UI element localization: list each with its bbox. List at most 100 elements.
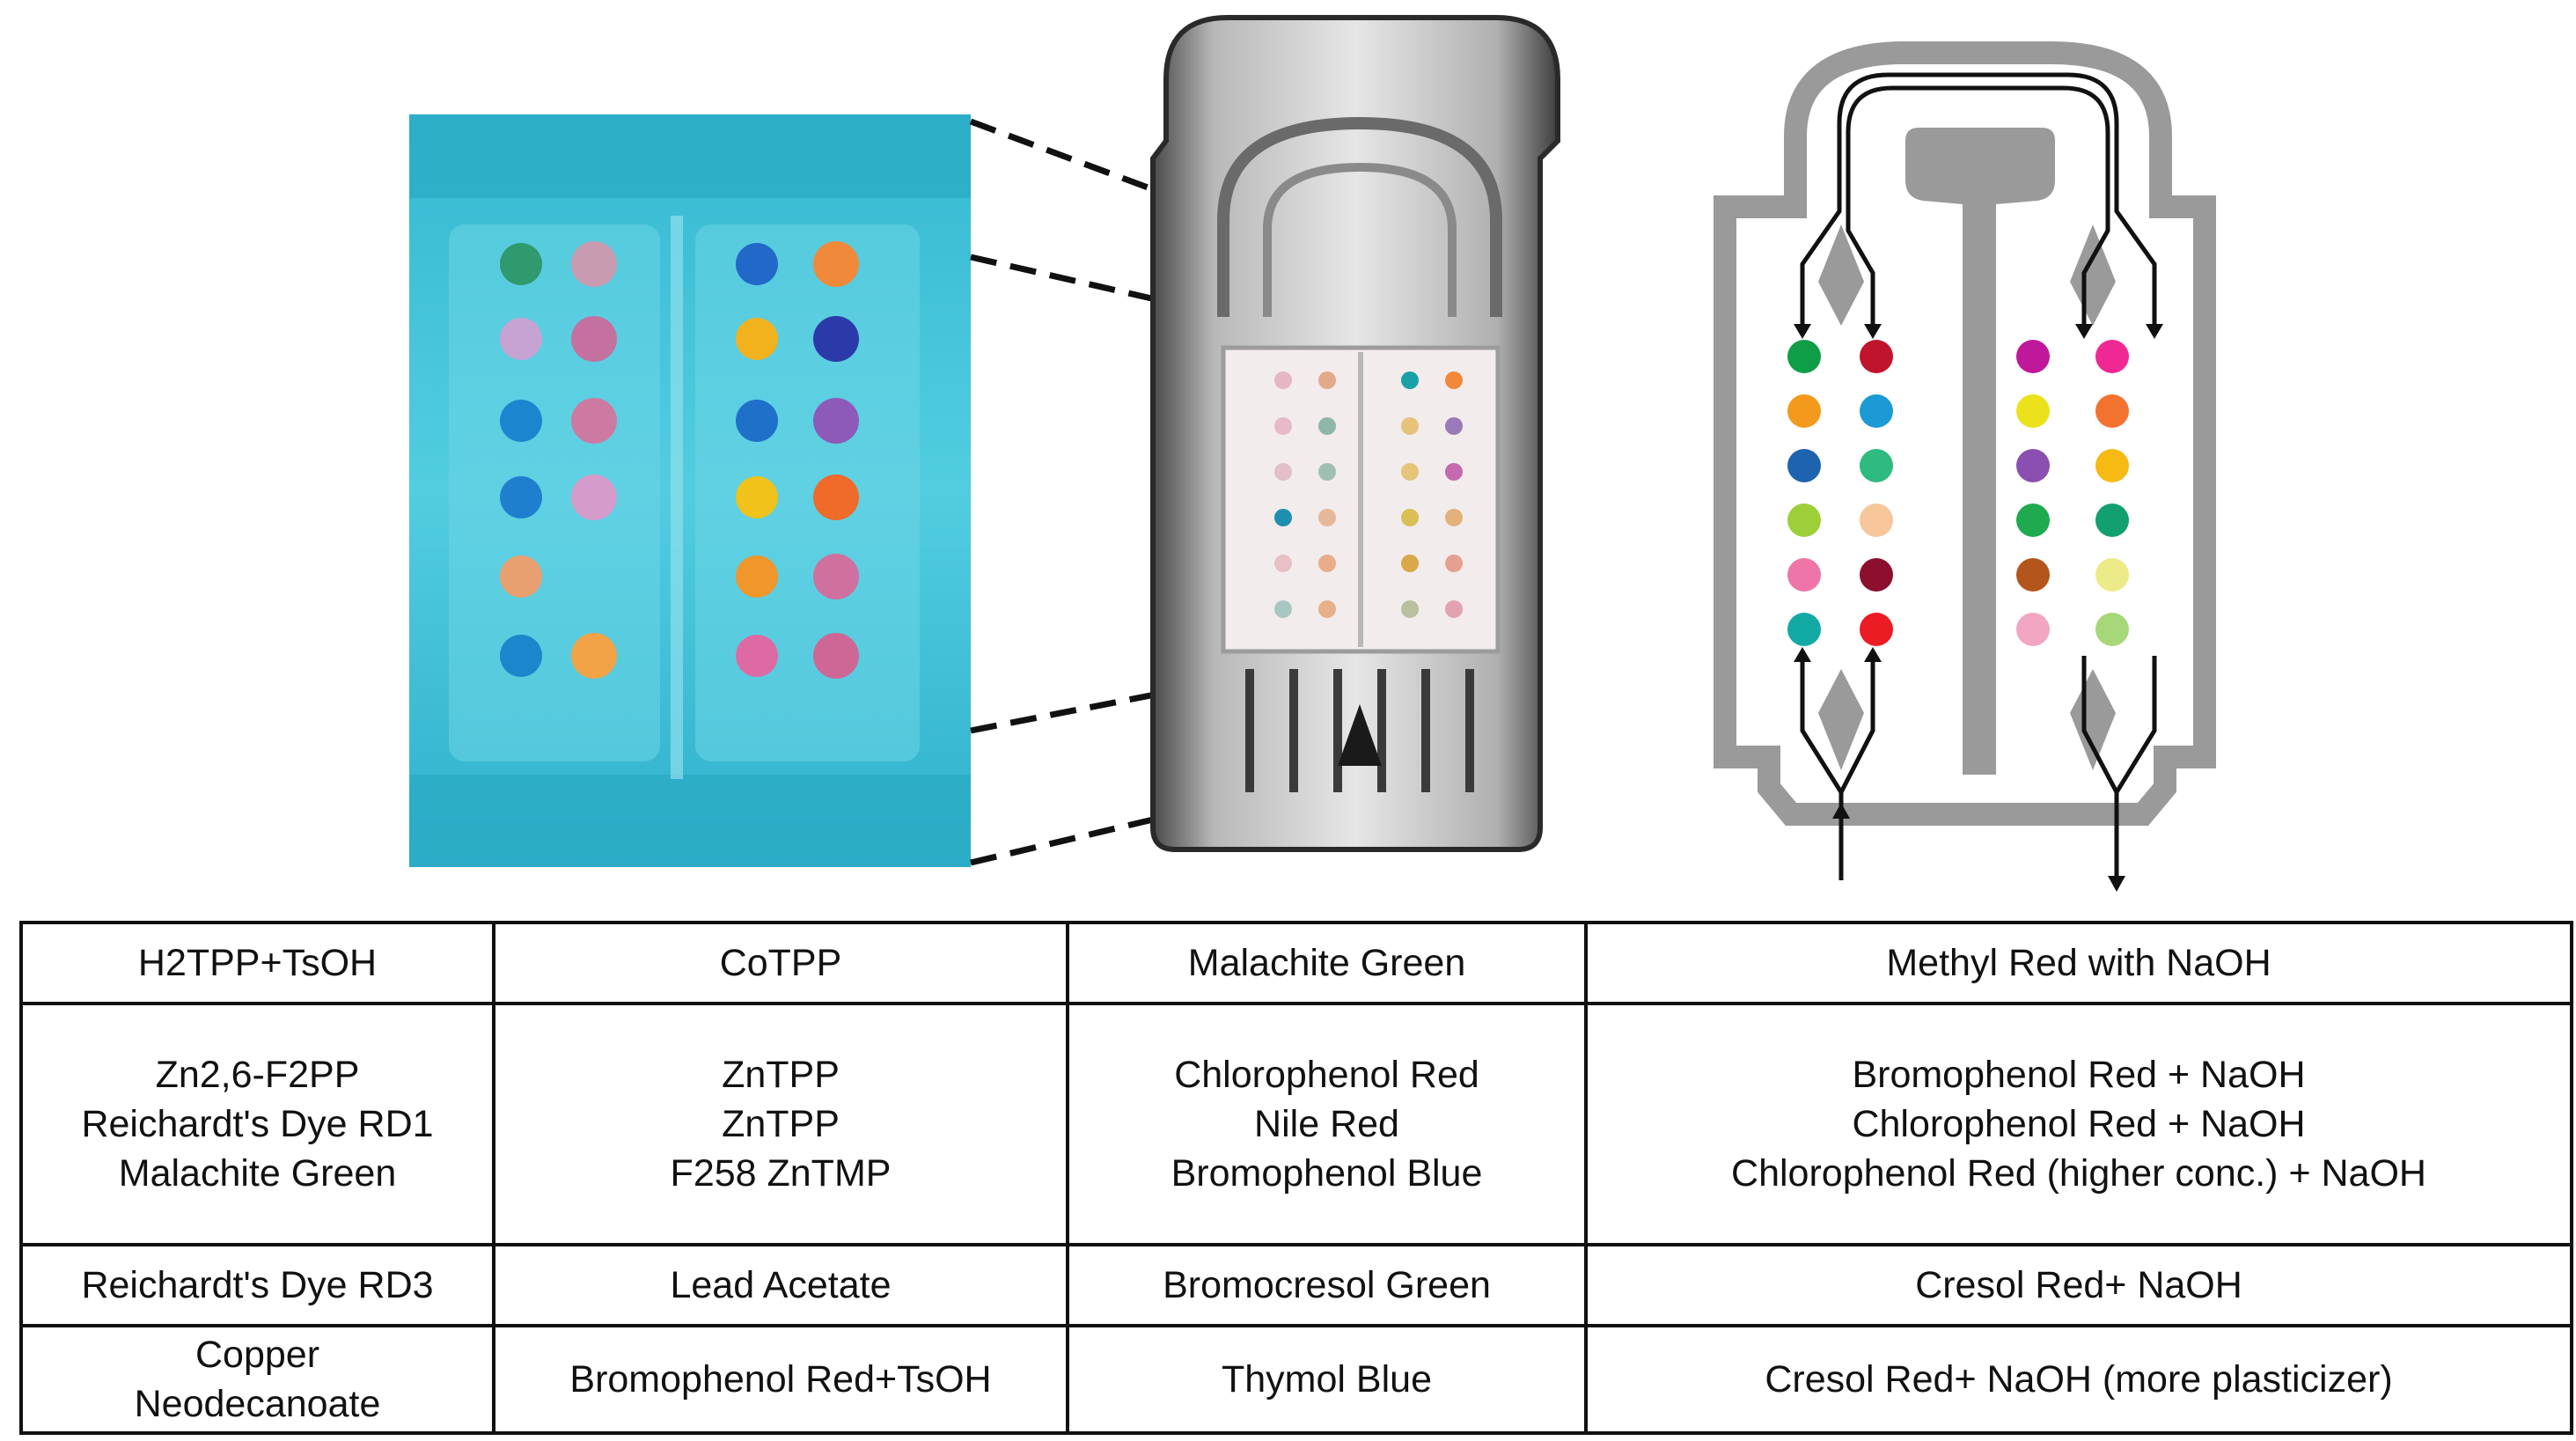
dye-name: Chlorophenol Red bbox=[1075, 1050, 1579, 1099]
cartridge-sensor-spot bbox=[1274, 417, 1292, 435]
sensor-spot bbox=[500, 476, 542, 518]
dye-name: Lead Acetate bbox=[501, 1261, 1060, 1310]
cartridge-sensor-spot bbox=[1445, 417, 1463, 435]
sensor-spot bbox=[500, 555, 542, 598]
dye-name: Neodecanoate bbox=[28, 1379, 487, 1429]
schematic-sensor-spot bbox=[1860, 558, 1893, 592]
table-row: CopperNeodecanoateBromophenol Red+TsOHTh… bbox=[21, 1326, 2572, 1433]
schematic-sensor-spot bbox=[1787, 558, 1821, 592]
cartridge-top-band bbox=[409, 114, 971, 198]
cartridge-sensor-spot bbox=[1445, 463, 1463, 481]
dye-name: Cresol Red+ NaOH (more plasticizer) bbox=[1593, 1355, 2565, 1404]
cartridge-sensor-spot bbox=[1274, 371, 1292, 389]
schematic-sensor-spot bbox=[2095, 340, 2129, 373]
cartridge-sensor-spot bbox=[1274, 463, 1292, 481]
schematic-sensor-spot bbox=[2016, 504, 2050, 537]
schematic-sensor-spot bbox=[1787, 340, 1821, 373]
cartridge-sensor-spot bbox=[1401, 509, 1419, 526]
sensor-spot bbox=[813, 316, 859, 362]
sensor-spot bbox=[500, 635, 542, 677]
table-row: H2TPP+TsOH CoTPP Malachite GreenMethyl Red… bbox=[21, 923, 2572, 1004]
table-cell: Cresol Red+ NaOH (more plasticizer) bbox=[1586, 1326, 2572, 1433]
dye-name: Thymol Blue bbox=[1075, 1355, 1579, 1404]
table-cell: CoTPP bbox=[494, 923, 1068, 1004]
dye-name: Reichardt's Dye RD1 bbox=[28, 1099, 487, 1149]
table-cell: Bromophenol Red+TsOH bbox=[494, 1326, 1068, 1433]
dye-name: Copper bbox=[28, 1330, 487, 1379]
schematic-sensor-spot bbox=[2095, 449, 2129, 482]
table-cell: Bromocresol Green bbox=[1068, 1245, 1586, 1326]
left-sensor-well bbox=[449, 224, 660, 761]
schematic-sensor-spot bbox=[2095, 613, 2129, 646]
sensor-spot bbox=[736, 318, 778, 360]
dye-name: Bromophenol Blue bbox=[1075, 1149, 1579, 1198]
schematic-sensor-spot bbox=[1860, 449, 1893, 482]
cartridge-sensor-spot bbox=[1318, 555, 1336, 572]
schematic-sensor-spot bbox=[1787, 504, 1821, 537]
cartridge-sensor-spot bbox=[1274, 509, 1292, 526]
table-cell: ZnTPPZnTPPF258 ZnTMP bbox=[494, 1004, 1068, 1245]
dye-name: H2TPP+TsOH bbox=[28, 938, 487, 988]
dye-name: Nile Red bbox=[1075, 1099, 1579, 1149]
sensor-spot bbox=[571, 474, 617, 520]
schematic-sensor-spot bbox=[2095, 394, 2129, 428]
table-cell: Bromophenol Red + NaOHChlorophenol Red +… bbox=[1586, 1004, 2572, 1245]
table-cell: Malachite Green bbox=[1068, 923, 1586, 1004]
sensor-spot bbox=[500, 318, 542, 360]
cartridge-sensor-spot bbox=[1274, 600, 1292, 618]
table-cell: H2TPP+TsOH bbox=[21, 923, 494, 1004]
dye-name: Chlorophenol Red (higher conc.) + NaOH bbox=[1593, 1149, 2565, 1198]
sensor-spot bbox=[813, 241, 859, 287]
cartridge-sensor-spot bbox=[1401, 371, 1419, 389]
dye-name: CoTPP bbox=[501, 938, 1060, 988]
schematic-sensor-spot bbox=[1860, 613, 1893, 646]
sensor-spot bbox=[736, 635, 778, 677]
dye-name: F258 ZnTMP bbox=[501, 1149, 1060, 1198]
cartridge-sensor-spot bbox=[1318, 463, 1336, 481]
cartridge-sensor-spot bbox=[1445, 555, 1463, 572]
schematic-sensor-spot bbox=[1787, 613, 1821, 646]
schematic-sensor-spot bbox=[1787, 394, 1821, 428]
cartridge-sensor-spot bbox=[1318, 371, 1336, 389]
dye-name: Reichardt's Dye RD3 bbox=[28, 1261, 487, 1310]
center-divider bbox=[671, 216, 683, 779]
dye-name: Cresol Red+ NaOH bbox=[1593, 1261, 2565, 1310]
sensor-spot bbox=[736, 400, 778, 442]
cartridge-sensor-spot bbox=[1445, 509, 1463, 526]
dye-name: Chlorophenol Red + NaOH bbox=[1593, 1099, 2565, 1149]
table-row: Zn2,6-F2PPReichardt's Dye RD1Malachite G… bbox=[21, 1004, 2572, 1245]
right-top-splitter bbox=[2070, 224, 2116, 326]
schematic-sensor-spot bbox=[2016, 449, 2050, 482]
dye-name: Malachite Green bbox=[1075, 938, 1579, 988]
cartridge-sensor-spot bbox=[1318, 509, 1336, 526]
sensor-spot bbox=[736, 555, 778, 598]
schematic-sensor-spot bbox=[1787, 449, 1821, 482]
sensor-spot bbox=[500, 400, 542, 442]
table-cell: Methyl Red with NaOH bbox=[1586, 923, 2572, 1004]
cartridge-sensor-spot bbox=[1401, 417, 1419, 435]
cartridge-sensor-spot bbox=[1401, 463, 1419, 481]
cartridge-sensor-spot bbox=[1401, 555, 1419, 572]
cartridge-sensor-spot bbox=[1445, 371, 1463, 389]
sensor-spot bbox=[571, 316, 617, 362]
sensor-spot bbox=[500, 243, 542, 285]
sensor-spot bbox=[813, 554, 859, 599]
left-top-splitter bbox=[1818, 224, 1864, 326]
dye-name: Bromophenol Red+TsOH bbox=[501, 1355, 1060, 1404]
schematic-sensor-spot bbox=[2016, 613, 2050, 646]
sensor-spot bbox=[736, 243, 778, 285]
table-cell: Cresol Red+ NaOH bbox=[1586, 1245, 2572, 1326]
sensor-spot bbox=[736, 476, 778, 518]
sensor-spot bbox=[813, 398, 859, 444]
right-bottom-splitter bbox=[2070, 669, 2116, 770]
right-sensor-well bbox=[695, 224, 920, 761]
dye-name: ZnTPP bbox=[501, 1099, 1060, 1149]
sensor-spot bbox=[571, 633, 617, 679]
table-cell: Thymol Blue bbox=[1068, 1326, 1586, 1433]
table-cell: Reichardt's Dye RD3 bbox=[21, 1245, 494, 1326]
schematic-sensor-spot bbox=[2095, 504, 2129, 537]
